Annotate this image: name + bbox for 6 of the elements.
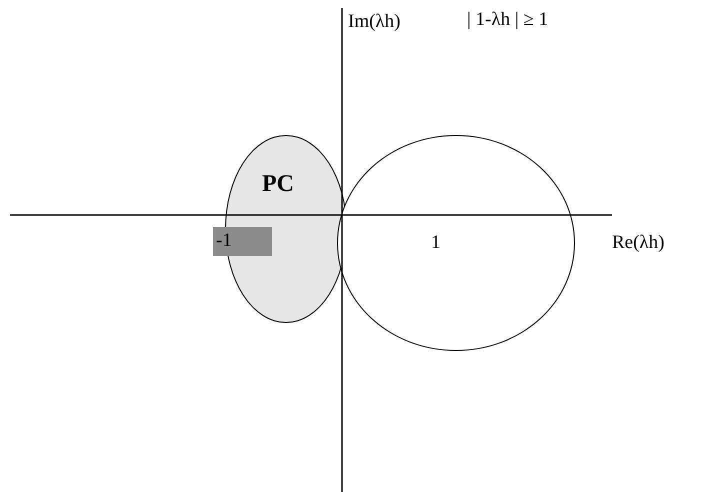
axis-label: Im(λh): [348, 12, 400, 31]
axis-label: Re(λh): [612, 233, 664, 252]
tick-label: -1: [213, 227, 272, 256]
tick-label: 1: [431, 233, 440, 252]
region-label: PC: [262, 172, 294, 196]
formula-text: | 1-λh | ≥ 1: [467, 10, 548, 29]
